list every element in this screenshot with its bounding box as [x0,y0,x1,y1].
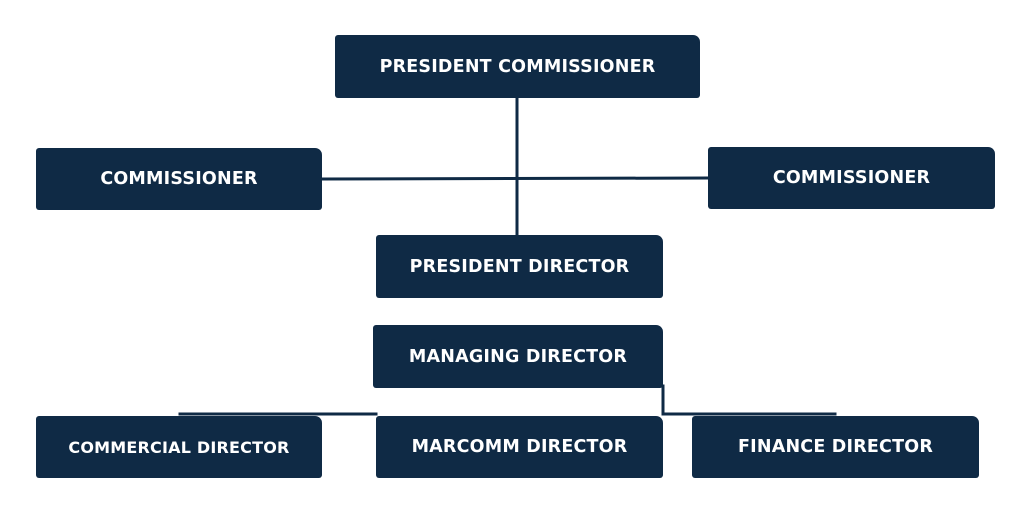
node-commissioner-right: COMMISSIONER [708,147,995,209]
node-president-commissioner: PRESIDENT COMMISSIONER [335,35,700,98]
node-label: PRESIDENT DIRECTOR [409,256,630,277]
node-label: COMMISSIONER [100,169,258,189]
node-label: FINANCE DIRECTOR [738,437,933,457]
node-managing-director: MANAGING DIRECTOR [373,325,663,388]
connector-commissioners-horizontal [320,176,710,181]
node-label: MANAGING DIRECTOR [408,346,628,367]
node-president-director: PRESIDENT DIRECTOR [376,235,663,298]
node-label: PRESIDENT COMMISSIONER [379,56,656,77]
node-commissioner-left: COMMISSIONER [36,148,322,210]
node-label: MARCOMM DIRECTOR [411,437,628,457]
node-finance-director: FINANCE DIRECTOR [692,416,979,478]
node-commercial-director: COMMERCIAL DIRECTOR [36,416,322,478]
node-label: COMMERCIAL DIRECTOR [68,437,290,457]
node-marcomm-director: MARCOMM DIRECTOR [376,416,663,478]
node-label: COMMISSIONER [772,168,931,188]
